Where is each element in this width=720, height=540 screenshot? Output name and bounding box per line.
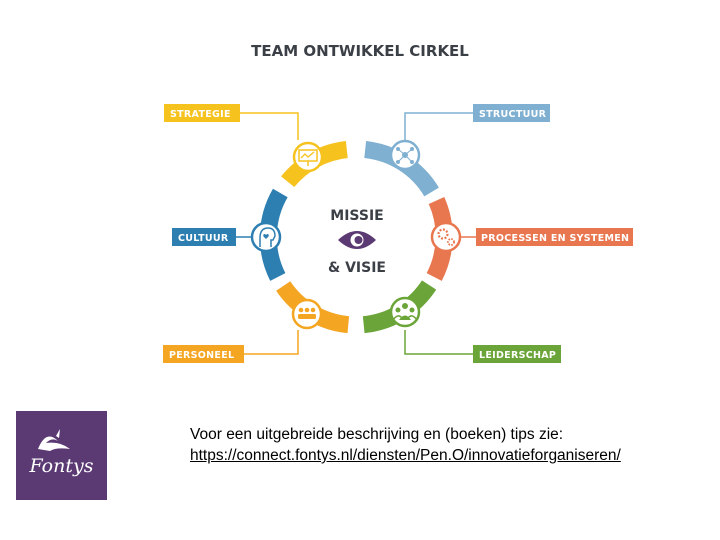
presentation-board-icon: [292, 141, 324, 173]
info-text: Voor een uitgebreide beschrijving en (bo…: [190, 426, 564, 443]
diagram-title: TEAM ONTWIKKEL CIRKEL: [251, 42, 469, 60]
group-icon: [389, 296, 421, 328]
gears-icon: [430, 221, 462, 253]
info-link[interactable]: https://connect.fontys.nl/diensten/Pen.O…: [190, 447, 621, 464]
logo-text: Fontys: [29, 455, 94, 477]
center-text-visie: & VISIE: [328, 260, 386, 276]
fontys-logo: Fontys: [16, 411, 107, 500]
label-structuur: STRUCTUUR: [473, 104, 550, 122]
svg-text:LEIDERSCHAP: LEIDERSCHAP: [479, 350, 556, 361]
label-leiderschap: LEIDERSCHAP: [473, 345, 561, 363]
svg-text:STRUCTUUR: STRUCTUUR: [479, 109, 547, 120]
network-icon: [389, 139, 421, 171]
strategie-connector: [240, 112, 299, 140]
center-text-missie: MISSIE: [330, 208, 383, 224]
team-development-circle-diagram: TEAM ONTWIKKEL CIRKEL: [163, 42, 633, 363]
label-strategie: STRATEGIE: [164, 104, 240, 122]
eye-icon: [338, 231, 376, 249]
people-icon: [291, 298, 323, 330]
head-heart-icon: [250, 221, 282, 253]
personeel-connector: [244, 330, 299, 355]
label-processen-en-systemen: PROCESSEN EN SYSTEMEN: [476, 228, 633, 246]
svg-text:CULTUUR: CULTUUR: [178, 233, 229, 244]
svg-text:STRATEGIE: STRATEGIE: [170, 109, 231, 120]
info-block: Voor een uitgebreide beschrijving en (bo…: [190, 424, 710, 466]
label-cultuur: CULTUUR: [172, 228, 236, 246]
structuur-connector: [404, 112, 473, 140]
svg-text:PROCESSEN EN SYSTEMEN: PROCESSEN EN SYSTEMEN: [481, 233, 629, 244]
svg-text:PERSONEEL: PERSONEEL: [169, 350, 234, 361]
leiderschap-connector: [404, 330, 473, 355]
swan-icon: [38, 429, 70, 451]
label-personeel: PERSONEEL: [163, 345, 244, 363]
